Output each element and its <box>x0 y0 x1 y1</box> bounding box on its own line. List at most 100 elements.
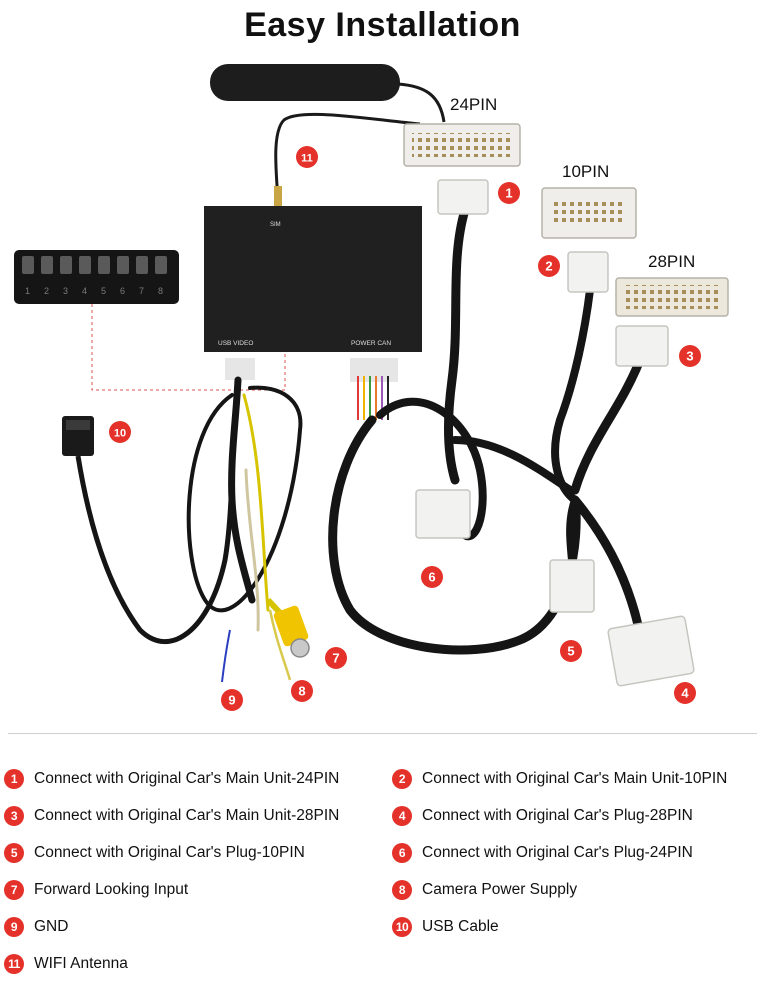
dip-key-number: 2 <box>44 286 49 296</box>
page-title: Easy Installation <box>244 6 521 44</box>
usb-cable <box>62 399 239 644</box>
usb-video-plug <box>225 358 255 380</box>
legend-item-1: 1 Connect with Original Car's Main Unit-… <box>4 767 339 791</box>
dip-key <box>60 256 72 274</box>
legend-text: Connect with Original Car's Main Unit-28… <box>34 807 340 824</box>
legend-text: Connect with Original Car's Main Unit-24… <box>34 770 340 787</box>
diagram-badge-icon <box>421 566 443 588</box>
usb-video-label: USB VIDEO <box>218 340 253 347</box>
connector-2 <box>567 251 609 293</box>
dip-key-number: 3 <box>63 286 68 296</box>
number-badge-icon: 3 <box>4 806 24 826</box>
dip-key <box>136 256 148 274</box>
dip-switch-pointer <box>91 304 286 391</box>
number-badge-icon: 11 <box>4 954 24 974</box>
legend-item-11: 11 WIFI Antenna <box>4 952 128 976</box>
diagram-badge-number: 2 <box>545 259 552 274</box>
legend-item-2: 2 Connect with Original Car's Main Unit-… <box>392 767 727 791</box>
diagram-badge-icon <box>109 421 131 443</box>
dip-key-number: 4 <box>82 286 87 296</box>
installation-diagram: 24PIN 10PIN 28PIN 1 2 3 4 5 6 7 8 SIM USB VIDEO… <box>14 64 729 711</box>
legend-item-4: 4 Connect with Original Car's Plug-28PIN <box>392 804 693 828</box>
connector-10pin: 10PIN <box>541 162 637 239</box>
dip-key <box>117 256 129 274</box>
diagram-badge-icon <box>560 640 582 662</box>
diagram-badges: 1 2 3 4 5 6 7 8 9 10 11 <box>109 146 701 711</box>
legend-item-5: 5 Connect with Original Car's Plug-10PIN <box>4 841 305 865</box>
legend-text: Forward Looking Input <box>34 881 189 898</box>
number-badge-icon: 6 <box>392 843 412 863</box>
legend-item-9: 9 GND <box>4 915 68 939</box>
decoder-module: SIM USB VIDEO POWER CAN <box>204 206 422 352</box>
connector-6 <box>415 489 471 539</box>
connector-1 <box>437 179 489 215</box>
legend-item-3: 3 Connect with Original Car's Main Unit-… <box>4 804 339 828</box>
dip-key <box>41 256 53 274</box>
dip-key <box>155 256 167 274</box>
dip-switch: 1 2 3 4 5 6 7 8 <box>14 250 179 304</box>
usb-video-harness <box>186 376 303 632</box>
diagram-badge-icon <box>538 255 560 277</box>
dip-key-number: 8 <box>158 286 163 296</box>
number-badge-icon: 7 <box>4 880 24 900</box>
diagram-badge-icon <box>291 680 313 702</box>
diagram-badge-icon <box>296 146 318 168</box>
diagram-badge-number: 3 <box>686 349 693 364</box>
pin10-label: 10PIN <box>562 162 609 181</box>
diagram-badge-number: 5 <box>567 644 574 659</box>
dip-key-number: 1 <box>25 286 30 296</box>
number-badge-icon: 4 <box>392 806 412 826</box>
diagram-badge-icon <box>674 682 696 704</box>
dip-key-number: 6 <box>120 286 125 296</box>
connector-5 <box>549 559 595 613</box>
legend-item-8: 8 Camera Power Supply <box>392 878 577 902</box>
diagram-badge-number: 7 <box>332 651 339 666</box>
sim-label: SIM <box>270 222 281 228</box>
number-badge-icon: 1 <box>4 769 24 789</box>
pin28-label: 28PIN <box>648 252 695 271</box>
number-badge-icon: 10 <box>392 917 412 937</box>
legend-text: Connect with Original Car's Plug-24PIN <box>422 844 693 861</box>
diagram-badge-number: 1 <box>505 186 512 201</box>
rca-connector <box>265 597 310 658</box>
connector-28pin: 28PIN <box>615 252 729 317</box>
diagram-badge-icon <box>221 689 243 711</box>
dip-key-number: 5 <box>101 286 106 296</box>
connector-24pin: 24PIN <box>403 95 521 167</box>
diagram-badge-number: 10 <box>114 428 126 440</box>
legend-text: USB Cable <box>422 918 499 935</box>
harness-connectors <box>415 179 695 687</box>
antenna-cable <box>274 112 421 201</box>
diagram-badge-icon <box>325 647 347 669</box>
number-badge-icon: 9 <box>4 917 24 937</box>
diagram-badge-number: 9 <box>228 693 235 708</box>
gnd-wire <box>221 629 231 683</box>
dip-key <box>98 256 110 274</box>
legend-text: Camera Power Supply <box>422 881 578 898</box>
number-badge-icon: 2 <box>392 769 412 789</box>
legend-text: Connect with Original Car's Main Unit-10… <box>422 770 728 787</box>
diagram-badge-number: 4 <box>681 686 689 701</box>
legend-text: GND <box>34 918 69 935</box>
wifi-antenna <box>210 64 446 123</box>
antenna-connector <box>274 186 282 210</box>
diagram-badge-number: 6 <box>428 570 435 585</box>
legend-item-6: 6 Connect with Original Car's Plug-24PIN <box>392 841 693 865</box>
dip-key <box>79 256 91 274</box>
diagram-badge-number: 11 <box>301 153 313 165</box>
dip-key <box>22 256 34 274</box>
legend-item-7: 7 Forward Looking Input <box>4 878 188 902</box>
number-badge-icon: 8 <box>392 880 412 900</box>
diagram-badge-icon <box>679 345 701 367</box>
pin24-label: 24PIN <box>450 95 497 114</box>
legend-text: Connect with Original Car's Plug-28PIN <box>422 807 693 824</box>
legend-item-10: 10 USB Cable <box>392 915 499 939</box>
dip-key-number: 7 <box>139 286 144 296</box>
diagram-badge-icon <box>498 182 520 204</box>
camera-power-wire <box>268 609 292 681</box>
power-can-label: POWER CAN <box>351 340 391 347</box>
diagram-badge-number: 8 <box>298 684 305 699</box>
legend-divider <box>8 733 757 734</box>
legend-text: Connect with Original Car's Plug-10PIN <box>34 844 305 861</box>
legend-text: WIFI Antenna <box>34 955 128 972</box>
